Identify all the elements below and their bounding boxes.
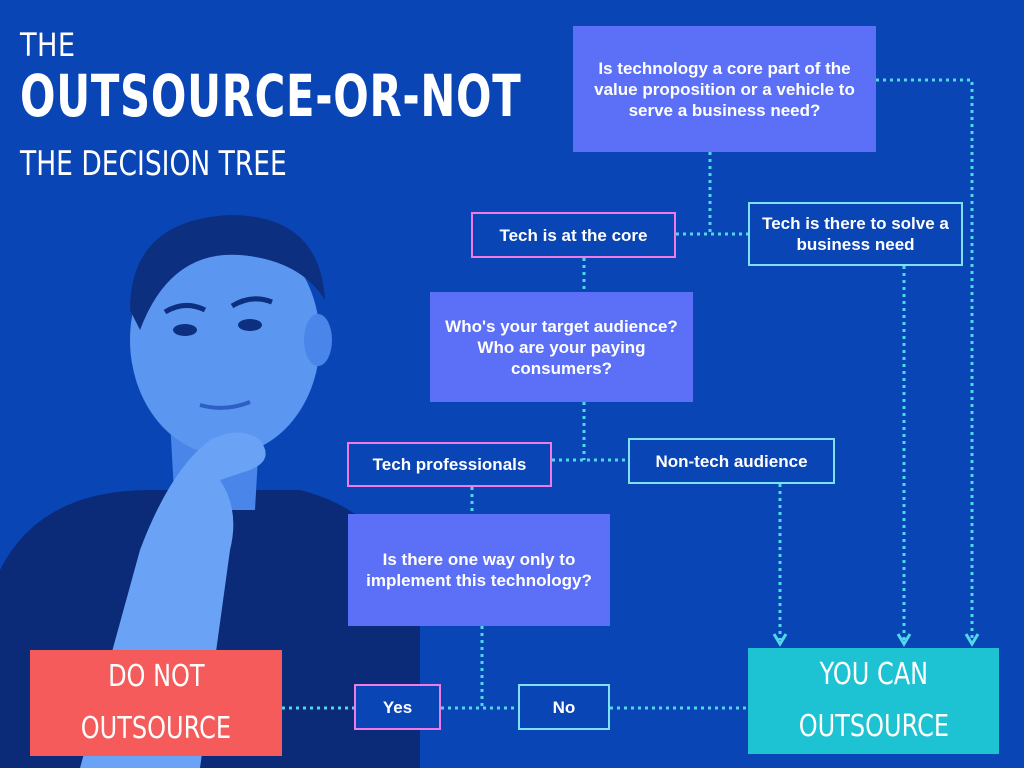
option-non-tech-audience: Non-tech audience: [628, 438, 835, 484]
do-not-line-1: DO NOT: [107, 659, 205, 694]
can-line-2: OUTSOURCE: [798, 709, 949, 744]
title-line-1: THE: [20, 26, 76, 64]
result-you-can-outsource: YOU CAN OUTSOURCE: [748, 648, 999, 754]
answer-no: No: [518, 684, 610, 730]
option-business-need: Tech is there to solve a business need: [748, 202, 963, 266]
result-do-not-outsource: DO NOT OUTSOURCE: [30, 650, 282, 756]
title-main: OUTSOURCE-OR-NOT: [20, 62, 522, 130]
can-line-1: YOU CAN: [819, 657, 928, 692]
question-core-or-vehicle: Is technology a core part of the value p…: [573, 26, 876, 152]
question-one-way-only: Is there one way only to implement this …: [348, 514, 610, 626]
do-not-line-2: OUTSOURCE: [80, 711, 232, 746]
question-target-audience: Who's your target audience? Who are your…: [430, 292, 693, 402]
title-subtitle: THE DECISION TREE: [20, 144, 287, 184]
answer-yes: Yes: [354, 684, 441, 730]
option-tech-professionals: Tech professionals: [347, 442, 552, 487]
option-tech-at-core: Tech is at the core: [471, 212, 676, 258]
